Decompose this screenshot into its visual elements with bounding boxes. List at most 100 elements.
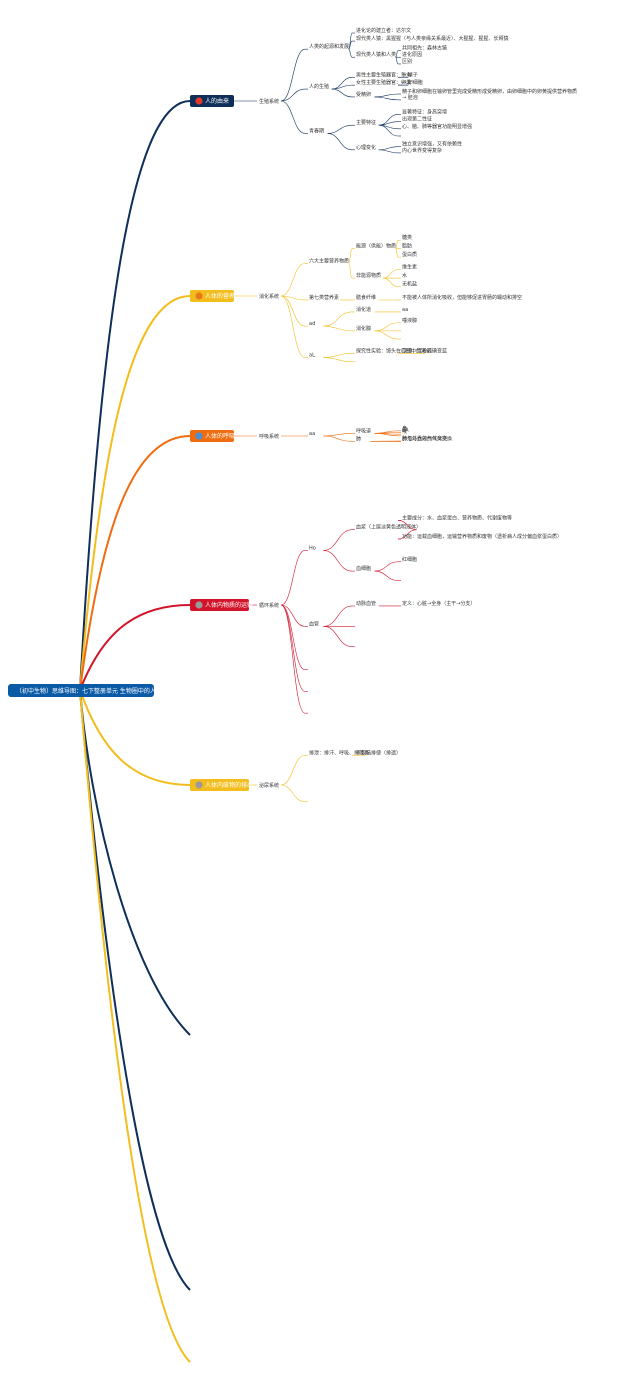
node-label[interactable]: 非能源物质: [356, 272, 381, 279]
node-label[interactable]: 红细胞: [402, 556, 417, 563]
sub-topic-label[interactable]: 生殖系统: [259, 98, 279, 105]
topic-node-b2[interactable]: 人体的营养: [190, 290, 235, 302]
topic-node-b1[interactable]: 人的由来: [190, 95, 234, 107]
node-label[interactable]: 不包括排便（排遗）: [356, 749, 401, 756]
node-label[interactable]: Ho: [309, 545, 316, 551]
connector-line: [280, 604, 306, 627]
connector-line: [331, 84, 353, 90]
node-label[interactable]: 独立意识增强，又有依赖性: [402, 141, 462, 148]
node-label[interactable]: 探究性实验：馒头在口腔中的消化: [356, 347, 431, 354]
node-label[interactable]: 出现第二性征: [402, 116, 432, 123]
node-label[interactable]: 喉: [402, 428, 407, 435]
root-node[interactable]: 〔初中生物〕思维导图：七下整册单元 生物圈中的人: [8, 684, 156, 697]
node-label[interactable]: aL: [309, 353, 315, 359]
node-label[interactable]: 男性主要生殖器官：睾丸: [356, 71, 411, 78]
node-label[interactable]: 共同祖先：森林古猿: [402, 45, 447, 52]
connector-line: [374, 322, 399, 332]
node-label[interactable]: 维生素: [402, 264, 417, 271]
topic-box: [190, 95, 234, 107]
node-label[interactable]: aa: [309, 431, 315, 437]
connector-line: [323, 353, 353, 358]
node-label[interactable]: 第七类营养素: [309, 294, 339, 301]
node-label[interactable]: 显著特征：身高突增: [402, 108, 447, 115]
node-label[interactable]: aa: [402, 307, 408, 313]
node-label[interactable]: 进化原因: [402, 51, 422, 58]
node-label[interactable]: 女性主要生殖器官：卵巢: [356, 79, 411, 86]
topic-icon: [195, 97, 203, 105]
connector-line: [323, 529, 353, 551]
connector-line: [323, 311, 353, 327]
connector-line: [348, 48, 353, 58]
node-label[interactable]: 不能被人体所消化吸收，但能够促进胃肠的蠕动和排空: [402, 294, 522, 301]
node-label[interactable]: 心理变化: [356, 144, 376, 151]
node-label[interactable]: ad: [309, 321, 315, 327]
node-label[interactable]: → 卵细胞: [402, 79, 423, 86]
node-label[interactable]: 主要成分：水、血浆蛋白、营养物质、代谢废物等: [402, 514, 512, 521]
node-label[interactable]: 血浆（上层淡黄色透明液体）: [356, 524, 421, 531]
node-label[interactable]: 心、脑、肺等器官功能明显增强: [402, 123, 472, 130]
topic-label: 人体内废物的排出: [205, 781, 253, 789]
node-label[interactable]: 现代类人猿：黑猩猩（与人类亲缘关系最近）、大猩猩、猩猩、长臂猿: [356, 35, 509, 42]
node-label[interactable]: 现代类人猿和人类: [356, 51, 396, 58]
node-label[interactable]: 主要特征: [356, 119, 376, 126]
node-label[interactable]: 水: [402, 272, 407, 279]
connector-line: [378, 124, 399, 137]
node-label[interactable]: 六大主要营养物质: [309, 257, 349, 264]
node-label[interactable]: 呼吸道: [356, 427, 371, 434]
connector-line: [382, 269, 399, 279]
node-label[interactable]: 蛋白质: [402, 251, 417, 258]
node-label[interactable]: 区别: [402, 58, 412, 65]
connector-line: [280, 784, 306, 803]
node-label[interactable]: 动脉血管: [356, 600, 376, 607]
node-label[interactable]: → 精子: [402, 71, 418, 78]
connector-line: [323, 325, 353, 332]
topic-label: 人体的营养: [205, 292, 235, 300]
topic-icon: [195, 781, 203, 789]
node-label[interactable]: 血细胞: [356, 565, 371, 572]
connector-line: [327, 133, 353, 151]
connector-line: [378, 149, 399, 154]
node-label[interactable]: 原理：淀粉遇碘变蓝: [402, 347, 447, 354]
node-label[interactable]: 膳食纤维: [356, 294, 376, 301]
node-label[interactable]: 肺与外界的气体交换: [402, 435, 447, 442]
node-label[interactable]: 人的生殖: [309, 83, 329, 90]
topic-node-b3[interactable]: 人体的呼吸: [190, 430, 235, 442]
node-label[interactable]: 精子和卵细胞在输卵管里完成受精形成受精卵，由卵细胞中的卵黄提供营养物质: [402, 88, 577, 95]
node-label[interactable]: 功能：运载血细胞，运输营养物质和废物（透析病人成分偏血浆蛋白质）: [402, 533, 562, 540]
node-label[interactable]: 血管: [309, 620, 319, 627]
node-label[interactable]: 定义：心脏→全身（主干→分支）: [402, 600, 475, 607]
connector-line: [348, 248, 353, 264]
mind-map-connectors: [79, 32, 425, 1363]
node-label[interactable]: 糖类: [402, 234, 412, 241]
sub-topic-label[interactable]: 循环系统: [259, 602, 279, 609]
node-label[interactable]: 能源（供能）物质: [356, 243, 396, 250]
node-label[interactable]: 消化腺: [356, 325, 371, 332]
topic-node-b5[interactable]: 人体内废物的排出: [190, 779, 253, 791]
trailing-branch-line: [79, 689, 191, 1291]
node-label[interactable]: 排泄：排汗、呼吸、排尿等: [309, 749, 369, 756]
node-label[interactable]: aA: [402, 428, 409, 434]
node-label[interactable]: 无机盐: [402, 281, 417, 288]
topic-box: [190, 430, 234, 442]
connector-line: [280, 295, 306, 358]
node-label[interactable]: 唾液腺: [402, 317, 417, 324]
node-label[interactable]: 消化道: [356, 306, 371, 313]
sub-topic-label[interactable]: 泌尿系统: [259, 782, 279, 789]
connector-line: [280, 100, 306, 134]
sub-topic-label[interactable]: 消化系统: [259, 293, 279, 300]
sub-topic-label[interactable]: 呼吸系统: [259, 433, 279, 440]
connector-line: [331, 88, 353, 98]
node-label[interactable]: → 胚泡: [402, 94, 418, 101]
node-label[interactable]: 脂肪: [402, 243, 412, 250]
node-label[interactable]: 青春期: [309, 127, 324, 134]
node-label[interactable]: 鼻: [402, 425, 407, 432]
connector-line: [323, 357, 353, 363]
node-label[interactable]: 受精卵: [356, 91, 371, 98]
node-label[interactable]: 内心世界变得复杂: [402, 147, 442, 154]
topic-node-b4[interactable]: 人体内物质的运输: [190, 599, 253, 611]
node-label[interactable]: 肺: [356, 436, 361, 442]
node-label[interactable]: 进化论的建立者：达尔文: [356, 27, 411, 34]
node-label[interactable]: 人类的起源和发展: [309, 43, 349, 50]
topic-box: [190, 290, 234, 302]
node-label[interactable]: 肺泡与血液的气体交换: [402, 436, 452, 443]
